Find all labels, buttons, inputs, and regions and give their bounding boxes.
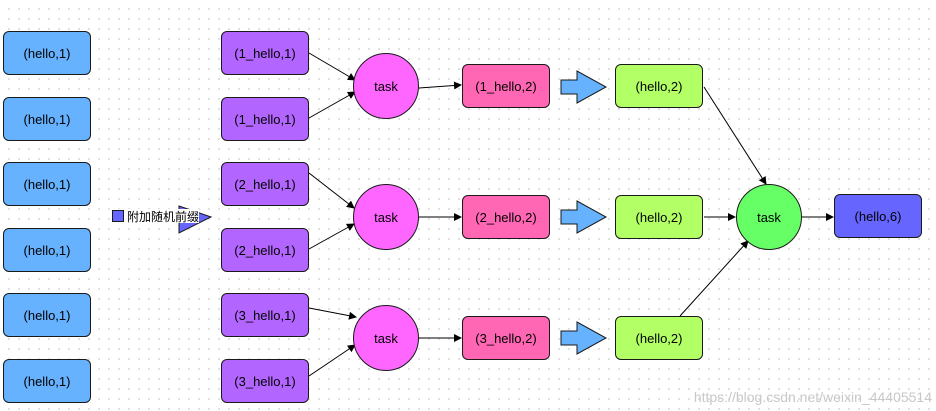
source-node: (hello,1)	[3, 293, 91, 337]
legend-label: 附加随机前缀	[127, 209, 200, 224]
stripped-node: (hello,2)	[615, 195, 703, 239]
partial-node: (1_hello,2)	[462, 64, 550, 108]
edge-prefixed6-task3	[308, 344, 356, 377]
edge-prefixed5-task3	[308, 307, 357, 320]
stripped-node: (hello,2)	[615, 64, 703, 108]
source-node: (hello,1)	[3, 162, 91, 206]
task-node: task	[353, 305, 419, 371]
block-arrow-3	[560, 321, 608, 355]
edge-stripped3-final	[679, 240, 749, 317]
result-node: (hello,6)	[834, 194, 922, 238]
final-task-node: task	[736, 184, 802, 250]
edge-prefixed2-task1	[308, 91, 356, 119]
block-arrow-1	[560, 70, 608, 104]
block-arrow-2	[560, 200, 608, 234]
source-node: (hello,1)	[3, 359, 91, 403]
prefixed-node: (2_hello,1)	[221, 228, 309, 272]
prefixed-node: (3_hello,1)	[221, 293, 309, 337]
partial-node: (3_hello,2)	[462, 316, 550, 360]
prefixed-node: (1_hello,1)	[221, 31, 309, 75]
task-node: task	[353, 53, 419, 119]
source-node: (hello,1)	[3, 97, 91, 141]
edge-prefixed3-task2	[308, 172, 355, 209]
source-node: (hello,1)	[3, 228, 91, 272]
task-node: task	[353, 184, 419, 250]
prefixed-node: (3_hello,1)	[221, 359, 309, 403]
edge-stripped1-final	[703, 86, 767, 185]
edge-prefixed4-task2	[308, 223, 355, 250]
legend: 附加随机前缀	[112, 209, 200, 224]
prefixed-node: (2_hello,1)	[221, 162, 309, 206]
edge-task1-partial1	[418, 81, 462, 90]
legend-swatch	[112, 210, 124, 222]
partial-node: (2_hello,2)	[462, 195, 550, 239]
watermark: https://blog.csdn.net/weixin_44405514	[693, 389, 932, 405]
source-node: (hello,1)	[3, 31, 91, 75]
prefixed-node: (1_hello,1)	[221, 97, 309, 141]
edge-prefixed1-task1	[308, 52, 356, 81]
stripped-node: (hello,2)	[615, 316, 703, 360]
